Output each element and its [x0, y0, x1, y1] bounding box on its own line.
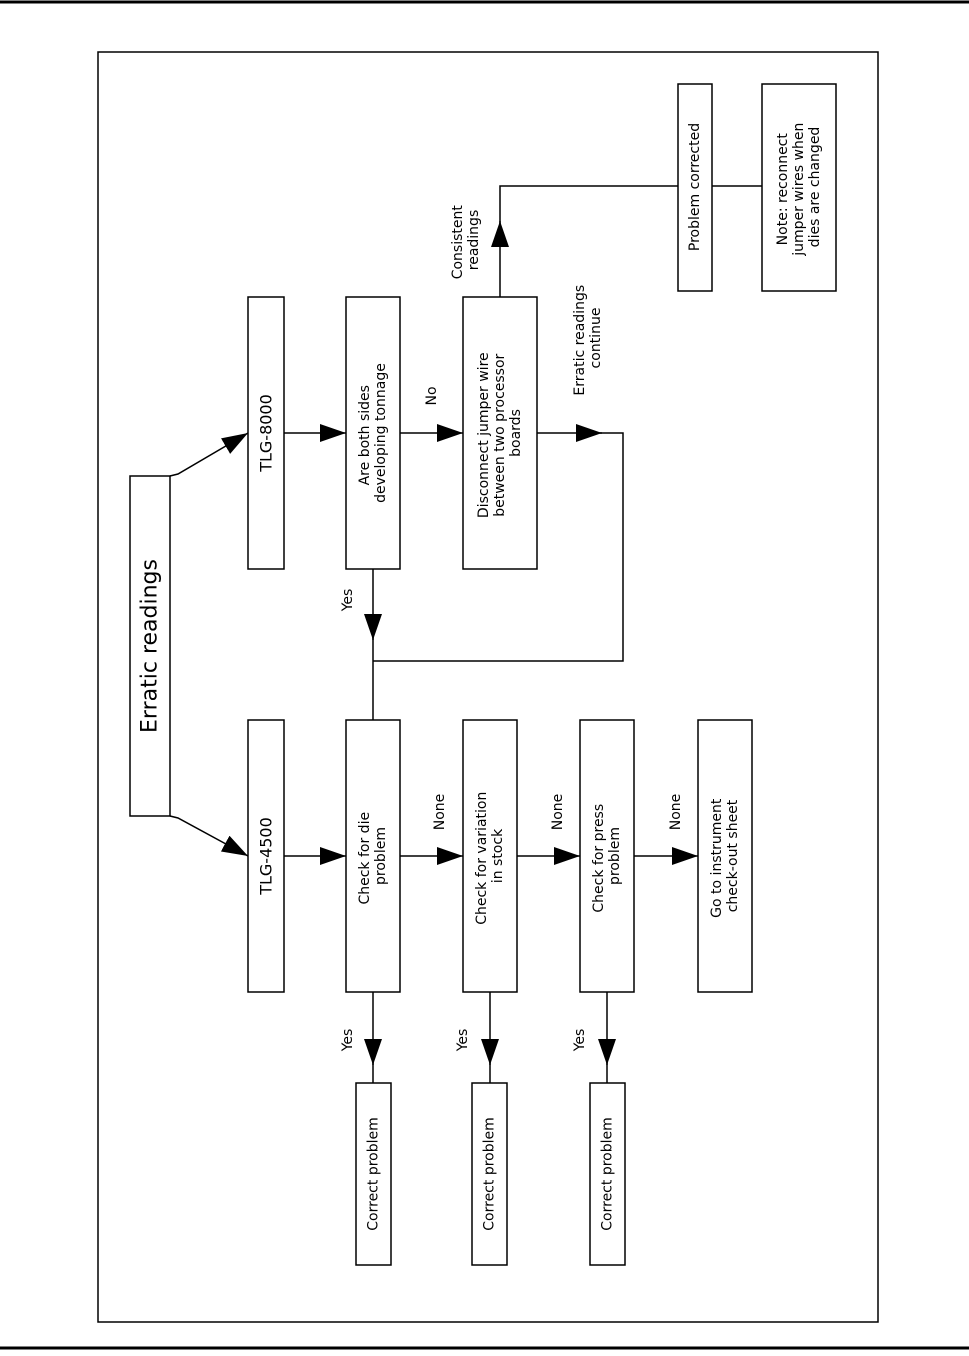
label-yes-stock: Yes: [455, 1029, 471, 1053]
note-box: Note: reconnect jumper wires when dies a…: [761, 83, 837, 292]
svg-text:Correct problem: Correct problem: [600, 1117, 616, 1230]
svg-text:Go to instrument check-o: Go to instrument check-out sheet: [709, 794, 741, 918]
label-none-stock: None: [550, 794, 566, 831]
label-erratic-continue: Erratic readings continue: [572, 280, 604, 395]
correct-problem-box-2: Correct problem: [471, 1082, 508, 1266]
svg-text:Check for die problem: Check for die problem: [357, 807, 389, 904]
correct-problem-box-3: Correct problem: [589, 1082, 626, 1266]
frame-border: [97, 51, 879, 1323]
arrow-root-to-tlg8000: [169, 432, 249, 477]
svg-text:Correct problem: Correct problem: [482, 1117, 498, 1230]
label-none-die: None: [432, 794, 448, 831]
arrow-root-to-tlg4500: [169, 815, 249, 857]
svg-text:Problem corrected: Problem corrected: [687, 123, 703, 251]
tlg-4500-box: TLG-4500: [247, 719, 285, 993]
check-die-box: Check for die problem: [345, 719, 401, 993]
svg-text:Check for press problem: Check for press problem: [591, 799, 623, 912]
edge-labels: Yes Yes Yes Yes None None None No Consis…: [340, 201, 684, 1053]
label-yes-decision: Yes: [340, 589, 356, 613]
tlg-8000-box: TLG-8000: [247, 296, 285, 570]
line-to-problem-corrected: [499, 185, 678, 224]
erratic-readings-box: Erratic readings: [129, 475, 171, 817]
svg-text:TLG-8000: TLG-8000: [257, 394, 276, 473]
loop-back-line: [373, 432, 624, 662]
check-press-box: Check for press problem: [579, 719, 635, 993]
svg-text:TLG-4500: TLG-4500: [257, 817, 276, 896]
svg-text:Are both sides developin: Are both sides developing tonnage: [357, 363, 389, 503]
check-stock-box: Check for variation in stock: [462, 719, 518, 993]
svg-text:Check for variation in s: Check for variation in stock: [474, 787, 506, 925]
correct-problem-box-1: Correct problem: [355, 1082, 392, 1266]
label-no: No: [424, 386, 440, 405]
connectors: [169, 185, 762, 1083]
label-yes-die: Yes: [340, 1029, 356, 1053]
instrument-checkout-box: Go to instrument check-out sheet: [697, 719, 753, 993]
label-yes-press: Yes: [572, 1029, 588, 1053]
label-none-press: None: [668, 794, 684, 831]
label-consistent-readings: Consistent readings: [450, 201, 482, 280]
svg-text:Note: reconnect jumper: Note: reconnect jumper wires when dies a…: [775, 118, 823, 257]
erratic-readings-text: Erratic readings: [138, 559, 163, 733]
disconnect-jumper-box: Disconnect jumper wire between two proce…: [462, 296, 538, 570]
problem-corrected-box: Problem corrected: [677, 83, 713, 292]
both-sides-decision-box: Are both sides developing tonnage: [345, 296, 401, 570]
svg-text:Correct problem: Correct problem: [366, 1117, 382, 1230]
svg-text:Disconnect jumper wire b: Disconnect jumper wire between two proce…: [476, 348, 524, 518]
